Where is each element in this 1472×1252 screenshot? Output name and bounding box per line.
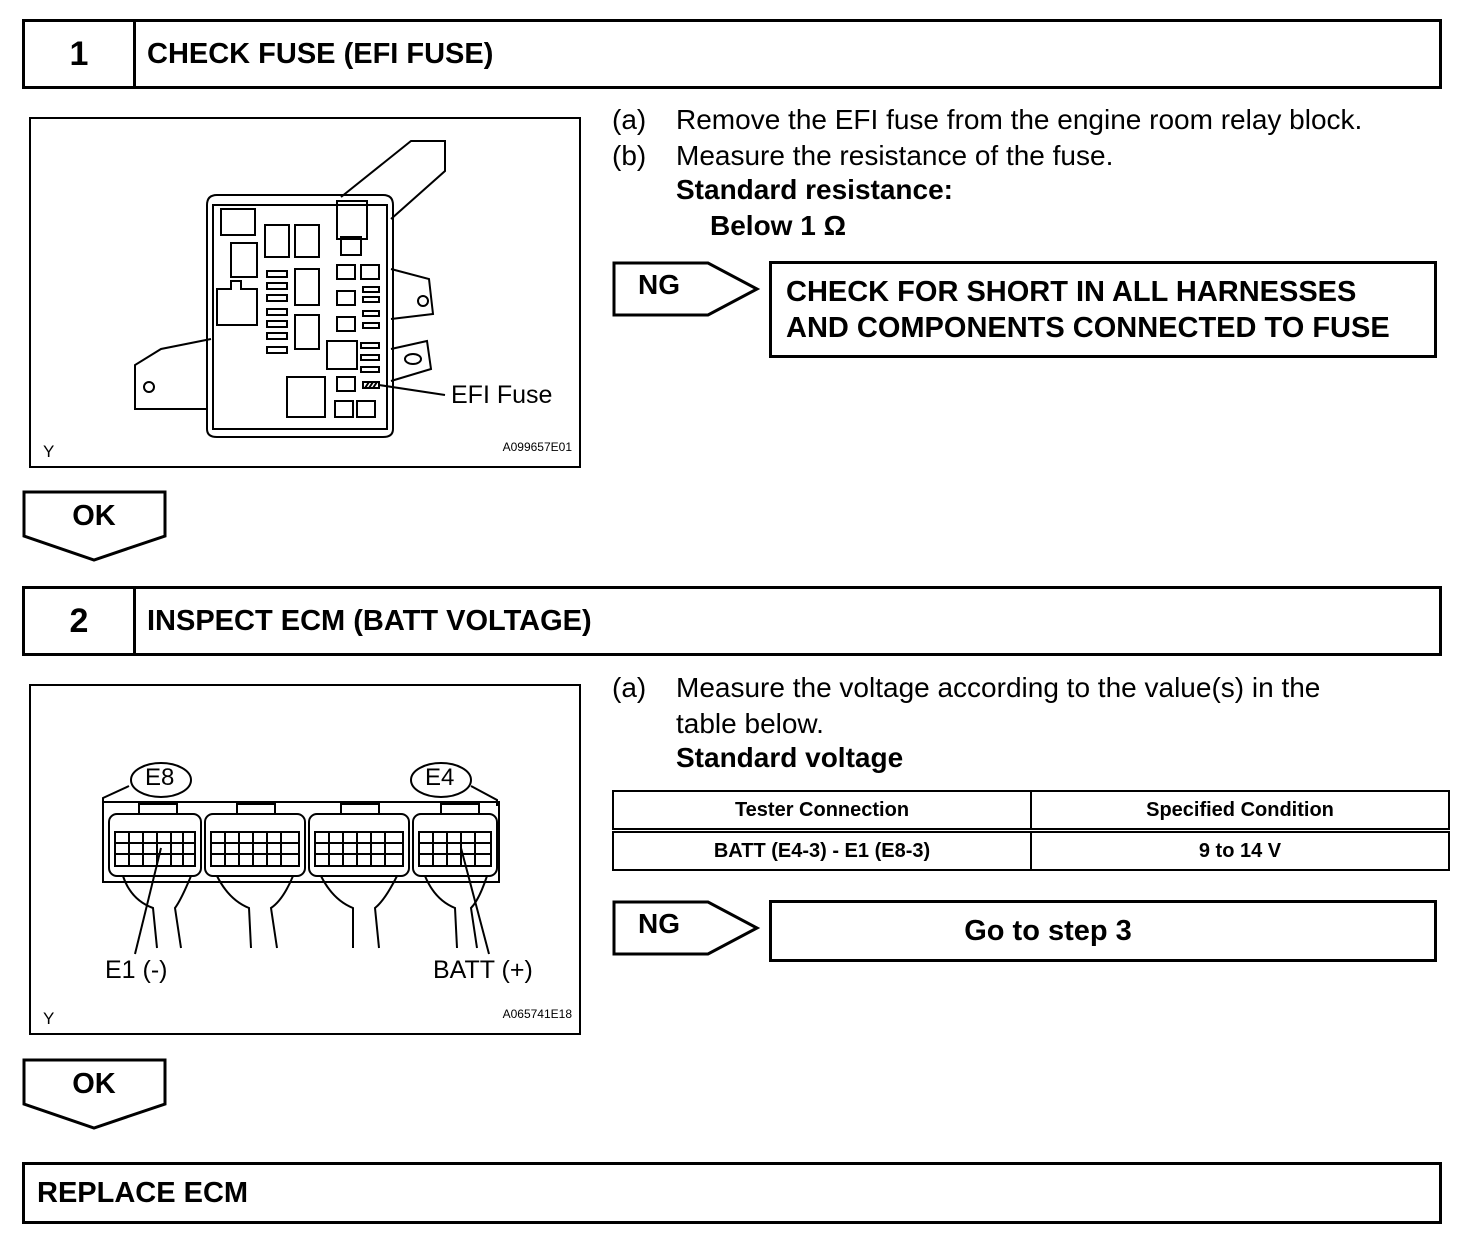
table-header-row: Tester Connection Specified Condition [612, 790, 1450, 833]
figure-code: A065741E18 [502, 1007, 572, 1021]
table-cell: BATT (E4-3) - E1 (E8-3) [612, 829, 1032, 871]
efi-fuse-callout: EFI Fuse [451, 381, 553, 409]
ng-label: NG [638, 908, 680, 939]
ng-result-line: CHECK FOR SHORT IN ALL HARNESSES [786, 276, 1357, 308]
figure-code: A099657E01 [502, 440, 572, 454]
column-header: Specified Condition [1030, 790, 1450, 833]
table-row: BATT (E4-3) - E1 (E8-3) 9 to 14 V [612, 829, 1450, 871]
ecm-connector-figure: E8 E4 E1 (-) BATT (+) Y A065741E18 [29, 684, 581, 1035]
step-2-instructions: (a) Measure the voltage according to the… [612, 670, 1442, 744]
fuse-block-figure: EFI Fuse Y A099657E01 [29, 117, 581, 468]
instruction-text: Measure the voltage according to the val… [676, 672, 1321, 703]
batt-terminal-label: BATT (+) [433, 956, 533, 984]
connector-label-e8: E8 [145, 764, 175, 791]
spec-value: Below 1 Ω [710, 210, 847, 241]
step-2-header: 2 INSPECT ECM (BATT VOLTAGE) [22, 586, 1442, 656]
instruction-marker: (b) [612, 140, 647, 171]
step-1-header: 1 CHECK FUSE (EFI FUSE) [22, 19, 1442, 89]
ground-terminal-label: E1 (-) [105, 956, 168, 984]
ng-label: NG [638, 269, 680, 300]
step-1-instructions: (a) Remove the EFI fuse from the engine … [612, 102, 1442, 182]
ok-label: OK [72, 1068, 116, 1100]
ng-arrow-shape [612, 900, 761, 956]
ng-result-box: Go to step 3 [769, 900, 1437, 962]
ng-arrow: NG [612, 900, 762, 958]
ng-arrow-shape [612, 261, 761, 317]
step-1-title: CHECK FUSE (EFI FUSE) [147, 37, 494, 70]
ng-result-line: AND COMPONENTS CONNECTED TO FUSE [786, 312, 1390, 344]
step-2-number: 2 [25, 589, 136, 653]
ng-result-box: CHECK FOR SHORT IN ALL HARNESSES AND COM… [769, 261, 1437, 358]
instruction-text: table below. [676, 708, 824, 739]
connector-label-e4: E4 [425, 764, 455, 791]
table-cell: 9 to 14 V [1030, 829, 1450, 871]
ok-arrow-shape [22, 490, 167, 562]
ok-arrow-shape [22, 1058, 167, 1130]
final-action-text: REPLACE ECM [37, 1176, 249, 1209]
column-header: Tester Connection [612, 790, 1032, 833]
figure-corner-mark: Y [43, 1009, 55, 1028]
instruction-text: Measure the resistance of the fuse. [676, 140, 1114, 171]
ok-arrow: OK [22, 1058, 168, 1130]
ng-result-text: Go to step 3 [964, 914, 1132, 947]
instruction-marker: (a) [612, 104, 647, 135]
spec-label: Standard resistance: [676, 174, 953, 205]
relay-block-drawing [134, 140, 446, 438]
instruction-text: Remove the EFI fuse from the engine room… [676, 104, 1363, 135]
figure-corner-mark: Y [43, 442, 55, 461]
final-action-box: REPLACE ECM [22, 1162, 1442, 1224]
standard-voltage-table: Tester Connection Specified Condition BA… [612, 790, 1450, 871]
step-1-number: 1 [25, 22, 136, 86]
ok-label: OK [72, 500, 116, 532]
instruction-marker: (a) [612, 672, 647, 703]
step-2-title: INSPECT ECM (BATT VOLTAGE) [147, 604, 592, 637]
spec-label: Standard voltage [676, 742, 904, 773]
ok-arrow: OK [22, 490, 168, 562]
ng-arrow: NG [612, 261, 762, 319]
ecm-connector-drawing [102, 762, 500, 955]
